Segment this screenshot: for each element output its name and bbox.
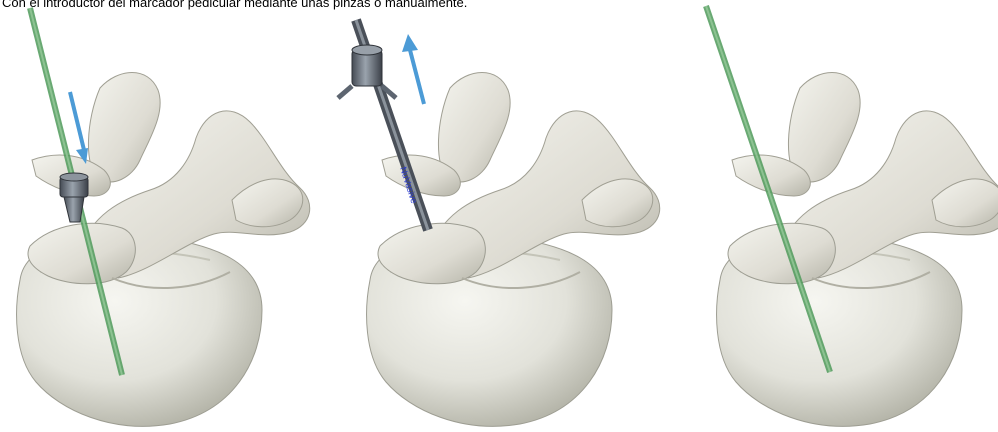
panel-1-insertion <box>17 8 310 426</box>
direction-arrow-up-icon <box>402 34 424 104</box>
panel-2-withdrawal: NuVasive <box>338 20 660 426</box>
panel-3-marker-placed <box>706 6 998 426</box>
direction-arrow-down-icon <box>70 92 88 164</box>
introducer-handle <box>338 45 396 98</box>
